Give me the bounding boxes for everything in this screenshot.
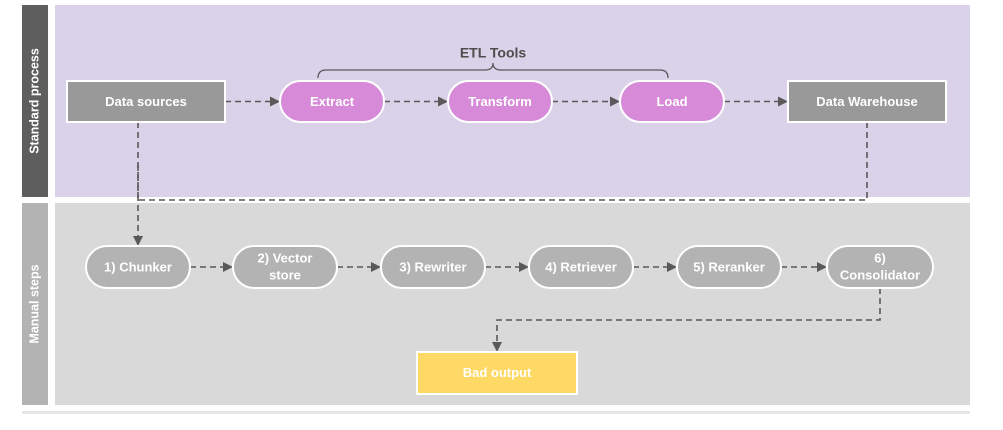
cross-band-connectors bbox=[133, 122, 868, 246]
node-vector-store-shape[interactable] bbox=[232, 245, 338, 289]
node-chunker[interactable]: 1) Chunker bbox=[85, 245, 191, 289]
node-transform-shape[interactable] bbox=[447, 80, 553, 123]
standard-process-nodes: Data sources Extract Transform Load Data… bbox=[66, 80, 947, 123]
connector-vector-store-to-rewriter bbox=[337, 262, 381, 272]
node-bad-output-shape[interactable] bbox=[416, 351, 578, 395]
etl-tools-bracket: ETL Tools bbox=[317, 45, 669, 79]
manual-steps-nodes: 1) Chunker 2) Vector store 3) Rewriter 4… bbox=[85, 245, 934, 395]
band-manual-steps-label: Manual steps bbox=[27, 264, 41, 343]
node-vector-store-label-line1: 2) Vector bbox=[258, 250, 313, 265]
node-consolidator-label-line1: 6) bbox=[874, 250, 886, 265]
standard-process-connectors bbox=[225, 96, 788, 107]
node-chunker-shape[interactable] bbox=[85, 245, 191, 289]
node-retriever[interactable]: 4) Retriever bbox=[528, 245, 634, 289]
node-consolidator-shape[interactable] bbox=[826, 245, 934, 289]
node-load-shape[interactable] bbox=[619, 80, 725, 123]
connector-retriever-to-reranker bbox=[633, 262, 677, 272]
node-retriever-shape[interactable] bbox=[528, 245, 634, 289]
node-rewriter-shape[interactable] bbox=[380, 245, 486, 289]
band-standard-process-label-strip bbox=[22, 5, 48, 197]
node-bad-output-label: Bad output bbox=[463, 365, 532, 380]
node-data-warehouse[interactable]: Data Warehouse bbox=[787, 80, 947, 123]
band-standard-process-label: Standard process bbox=[27, 48, 41, 154]
node-reranker-label: 5) Reranker bbox=[693, 259, 765, 274]
connector-extract-to-transform bbox=[384, 96, 448, 107]
node-load[interactable]: Load bbox=[619, 80, 725, 123]
node-extract[interactable]: Extract bbox=[279, 80, 385, 123]
connector-data-sources-to-extract bbox=[225, 96, 280, 107]
connector-rewriter-to-retriever bbox=[485, 262, 529, 272]
node-vector-store-label-line2: store bbox=[269, 267, 301, 282]
node-data-warehouse-shape[interactable] bbox=[787, 80, 947, 123]
connector-data-warehouse-to-manual-steps bbox=[138, 122, 868, 201]
connector-reranker-to-consolidator bbox=[781, 262, 827, 272]
node-load-label: Load bbox=[656, 94, 687, 109]
connector-load-to-data-warehouse bbox=[724, 96, 788, 107]
node-data-sources-shape[interactable] bbox=[66, 80, 226, 123]
connector-consolidator-to-bad-output bbox=[492, 288, 881, 352]
node-vector-store[interactable]: 2) Vector store bbox=[232, 245, 338, 289]
node-data-warehouse-label: Data Warehouse bbox=[816, 94, 917, 109]
node-transform-label: Transform bbox=[468, 94, 532, 109]
node-consolidator[interactable]: 6) Consolidator bbox=[826, 245, 934, 289]
node-extract-label: Extract bbox=[310, 94, 355, 109]
node-retriever-label: 4) Retriever bbox=[545, 259, 617, 274]
node-rewriter-label: 3) Rewriter bbox=[399, 259, 466, 274]
node-data-sources-label: Data sources bbox=[105, 94, 187, 109]
connector-transform-to-load bbox=[552, 96, 620, 107]
bottom-separator bbox=[22, 411, 970, 414]
manual-steps-connectors bbox=[190, 262, 881, 352]
connector-chunker-to-vector-store bbox=[190, 262, 233, 272]
etl-tools-brace-path bbox=[317, 62, 669, 79]
node-reranker-shape[interactable] bbox=[676, 245, 782, 289]
node-reranker[interactable]: 5) Reranker bbox=[676, 245, 782, 289]
node-bad-output[interactable]: Bad output bbox=[416, 351, 578, 395]
node-transform[interactable]: Transform bbox=[447, 80, 553, 123]
band-manual-steps-label-strip bbox=[22, 203, 48, 405]
node-consolidator-label-line2: Consolidator bbox=[840, 267, 920, 282]
node-data-sources[interactable]: Data sources bbox=[66, 80, 226, 123]
node-extract-shape[interactable] bbox=[279, 80, 385, 123]
node-rewriter[interactable]: 3) Rewriter bbox=[380, 245, 486, 289]
node-chunker-label: 1) Chunker bbox=[104, 259, 172, 274]
etl-tools-label: ETL Tools bbox=[460, 45, 527, 61]
